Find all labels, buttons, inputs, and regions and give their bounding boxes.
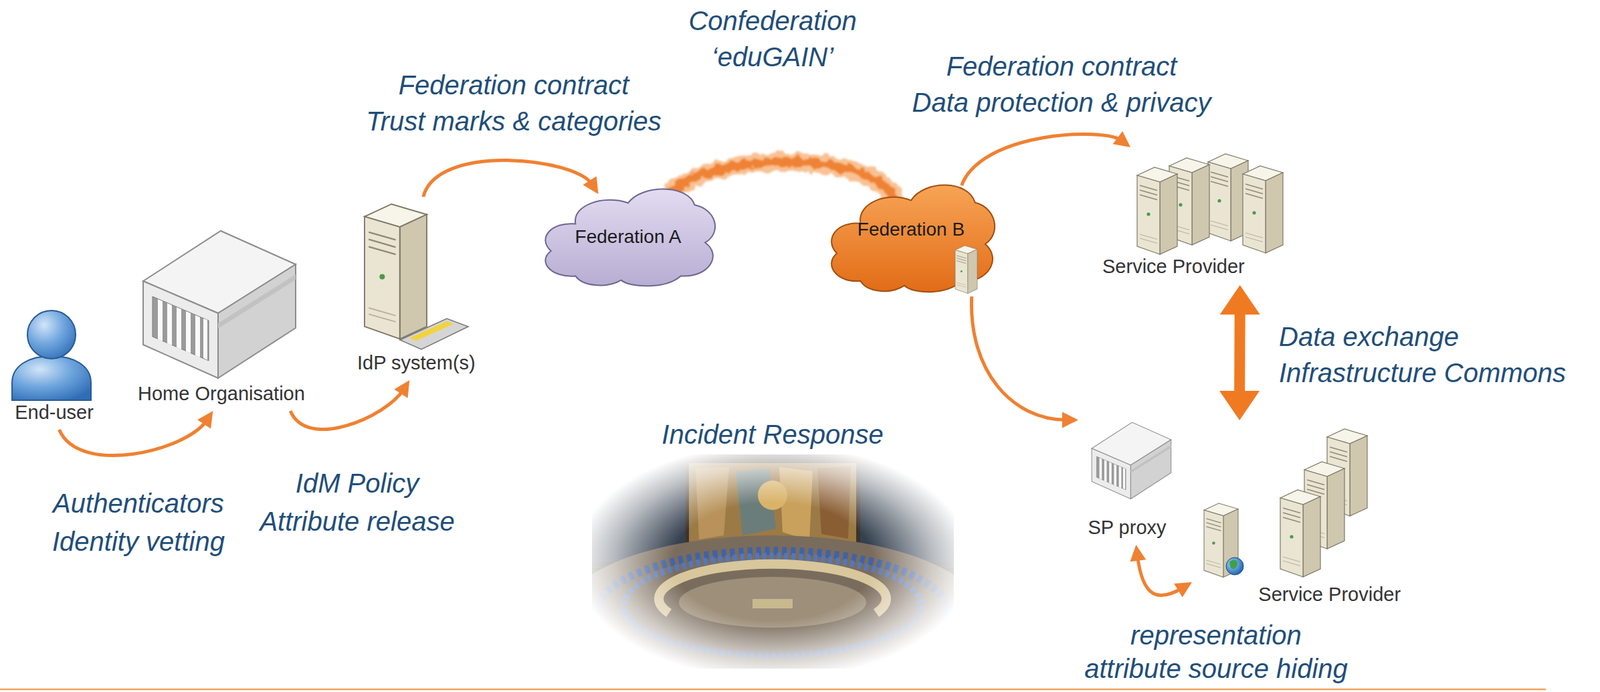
proxy-icon bbox=[1091, 422, 1172, 499]
chamber-photo bbox=[591, 454, 954, 669]
person-icon bbox=[12, 355, 91, 400]
node-label: Service Provider bbox=[1102, 255, 1245, 278]
web-server-icon bbox=[1226, 557, 1244, 575]
proxy-node: SP proxy bbox=[1082, 414, 1172, 541]
web-server-icon bbox=[1204, 503, 1239, 578]
annotation-label: IdM Policy bbox=[295, 464, 420, 502]
server-cluster-icon bbox=[1137, 167, 1178, 255]
arrow-line bbox=[423, 160, 593, 197]
arrow-head bbox=[197, 410, 213, 429]
organisation-node: Home Organisation bbox=[133, 227, 323, 407]
cloud-outline bbox=[545, 189, 716, 287]
web-server-icon bbox=[1204, 503, 1244, 578]
arrow-head bbox=[1113, 131, 1131, 148]
idp-server-icon bbox=[400, 318, 469, 350]
annotation-label: Federation contract bbox=[398, 66, 630, 104]
annotation-label: Identity vetting bbox=[52, 523, 225, 560]
arrow-head bbox=[1062, 412, 1079, 429]
footer-rule bbox=[0, 688, 1546, 691]
arrow-head bbox=[1173, 581, 1192, 598]
building-icon bbox=[143, 230, 296, 378]
server-cluster-icon bbox=[1208, 153, 1249, 241]
node-label: End-user bbox=[14, 401, 94, 424]
arrow-head bbox=[393, 379, 410, 398]
flow-arrow bbox=[1219, 284, 1261, 421]
service-provider-node: Service Provider bbox=[1195, 425, 1404, 608]
arrow-head bbox=[1219, 390, 1260, 421]
node-label: IdP system(s) bbox=[357, 351, 476, 374]
arrow-line bbox=[1137, 555, 1183, 596]
flow-arrow bbox=[971, 296, 1079, 429]
beam-glow bbox=[662, 161, 894, 203]
arrow-line bbox=[961, 133, 1122, 186]
arrow-line bbox=[971, 296, 1067, 421]
annotation-label: attribute source hiding bbox=[1084, 651, 1348, 685]
server-cluster-icon bbox=[1242, 165, 1283, 253]
web-server-icon bbox=[1229, 559, 1238, 569]
federation-cloud: Federation B bbox=[826, 177, 996, 293]
arrow-head bbox=[1130, 544, 1147, 562]
server-cluster-icon bbox=[1280, 428, 1368, 577]
cloud-label: Federation A bbox=[575, 225, 682, 248]
annotation-label: Attribute release bbox=[259, 503, 455, 540]
user-node: End-user bbox=[4, 307, 105, 426]
service-provider-node: Service Provider bbox=[1100, 151, 1289, 280]
flow-arrow bbox=[290, 379, 410, 429]
annotation-label: Data exchange bbox=[1278, 318, 1459, 355]
node-label: Service Provider bbox=[1258, 583, 1401, 606]
idp-server-icon bbox=[364, 204, 469, 350]
annotation-label: Federation contract bbox=[946, 48, 1178, 85]
server-cluster-icon bbox=[1280, 489, 1321, 577]
annotation-label: Incident Response bbox=[661, 416, 883, 453]
flow-arrow bbox=[1130, 544, 1193, 598]
annotation-label: Trust marks & categories bbox=[365, 103, 662, 140]
idp-server-icon bbox=[409, 321, 454, 341]
arrow-head bbox=[583, 175, 599, 194]
flow-arrow bbox=[423, 160, 599, 197]
cloud-outline bbox=[831, 185, 995, 293]
arrow-line bbox=[59, 420, 208, 456]
confederation-link bbox=[662, 161, 894, 203]
node-label: Home Organisation bbox=[137, 382, 306, 405]
arrow-line bbox=[290, 389, 404, 429]
annotation-label: representation bbox=[1130, 618, 1302, 652]
flow-arrow bbox=[961, 131, 1132, 186]
node-label: SP proxy bbox=[1087, 516, 1166, 539]
federation-cloud: Federation A bbox=[540, 181, 716, 287]
arrow-head bbox=[1220, 284, 1261, 315]
chamber-photo bbox=[591, 454, 954, 669]
annotation-label: Data protection & privacy bbox=[912, 84, 1212, 121]
annotation-label: Authenticators bbox=[52, 484, 225, 522]
idp-node: IdP system(s) bbox=[347, 200, 485, 376]
beam-core bbox=[662, 161, 894, 203]
cloud-label: Federation B bbox=[857, 218, 965, 241]
server-cluster-icon bbox=[1137, 153, 1283, 255]
person-icon bbox=[27, 310, 76, 359]
person-icon bbox=[12, 310, 91, 400]
annotation-label: ‘eduGAIN’ bbox=[711, 38, 834, 75]
annotation-label: Infrastructure Commons bbox=[1278, 354, 1566, 391]
arrow-line bbox=[1234, 305, 1246, 400]
chamber-photo bbox=[591, 454, 954, 669]
idp-server-icon bbox=[364, 204, 427, 340]
annotation-label: Confederation bbox=[688, 2, 857, 39]
